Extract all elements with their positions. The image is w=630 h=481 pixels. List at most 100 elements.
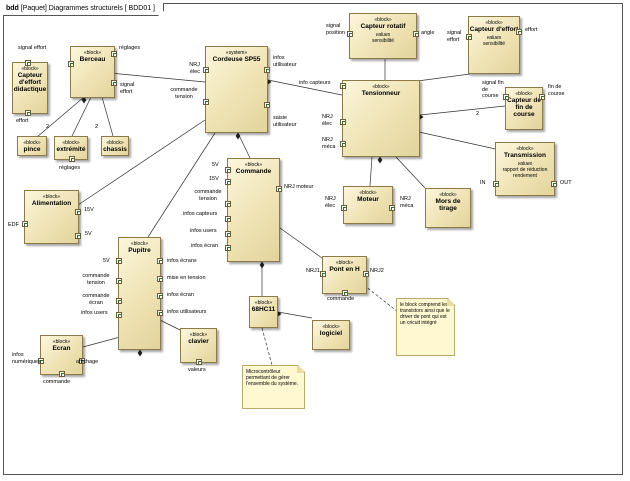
label-out: OUT xyxy=(560,180,572,186)
port-icon xyxy=(69,156,75,162)
block-alimentation[interactable]: «block» Alimentation xyxy=(22,190,81,244)
edge-tensionneur-transmission xyxy=(409,129,501,151)
block-capteur-effort[interactable]: «block» Capteur d'effort values sensibil… xyxy=(466,16,522,74)
block-values-header: values xyxy=(486,35,502,41)
edge-pupitre-clavier xyxy=(159,319,181,331)
port-icon xyxy=(75,233,81,239)
block-name: logiciel xyxy=(319,330,343,337)
label-signal-effort: signal effort xyxy=(18,45,47,51)
block-mors-tirage[interactable]: «block» Mors de tirage xyxy=(425,188,471,228)
block-stereotype: «block» xyxy=(359,190,377,196)
edge-cordeuse-commande xyxy=(237,132,251,159)
port-icon xyxy=(264,67,270,73)
block-capteur-effort-didactique[interactable]: «block» Capteur d'effort didactique xyxy=(12,60,48,116)
port-icon xyxy=(38,358,44,364)
block-68hc11[interactable]: «block» 68HC11 xyxy=(249,296,278,328)
label-pont-commande: commande xyxy=(327,296,355,302)
label-clavier-valeurs: valeurs xyxy=(188,367,206,373)
block-stereotype: «block» xyxy=(83,50,102,56)
edge-tensionneur-mors xyxy=(395,156,426,189)
port-icon xyxy=(340,141,346,147)
label-nrj-elec: NRJ élec xyxy=(189,62,200,75)
block-stereotype: «block» xyxy=(254,300,273,306)
port-icon xyxy=(493,181,499,187)
block-name: Capteur d'effort didactique xyxy=(13,72,47,93)
block-name: Berceau xyxy=(79,56,106,63)
block-chassis[interactable]: «block» chassis xyxy=(101,136,129,156)
block-name: Commande xyxy=(235,168,272,175)
block-stereotype: «block» xyxy=(516,146,534,152)
label-reglages-extremite: réglages xyxy=(59,165,81,171)
block-moteur[interactable]: «block» Moteur xyxy=(341,186,395,224)
port-icon xyxy=(340,119,346,125)
block-ecran[interactable]: «block» Ecran xyxy=(38,335,85,377)
edge-berceau-extremite xyxy=(71,96,92,137)
block-capteur-fin-course[interactable]: «block» Capteur de fin de course xyxy=(503,87,545,130)
port-icon xyxy=(75,209,81,215)
block-pince[interactable]: «block» pince xyxy=(17,136,47,156)
port-icon xyxy=(68,61,74,67)
block-stereotype: «block» xyxy=(21,66,39,72)
label-pupitre-mise-tension: mise en tension xyxy=(167,275,206,281)
port-icon xyxy=(503,94,509,100)
label-signal-position: signal position xyxy=(326,23,345,36)
edge-tensionneur-fin xyxy=(419,105,506,116)
label-pupitre-5v: 5V xyxy=(103,258,110,264)
note-text: Microcontrôleur permettant de gérer l'en… xyxy=(246,369,299,387)
block-stereotype: «block» xyxy=(335,260,354,266)
diamond-tensionneur-b xyxy=(377,156,383,164)
edge-berceau-pince xyxy=(36,96,85,138)
diagram-kind: bdd xyxy=(6,5,19,12)
block-clavier[interactable]: «block» clavier xyxy=(180,328,217,365)
label-commande-infos-capteurs: infos capteurs xyxy=(183,211,218,217)
label-in: IN xyxy=(480,180,486,186)
label-signal-effort-capteur: signal effort xyxy=(447,30,462,43)
label-info-capteurs: info capteurs xyxy=(299,80,331,86)
block-tensionneur[interactable]: «block» Tensionneur xyxy=(340,80,420,157)
label-signal-effort-berceau: signal effort xyxy=(120,82,135,95)
port-icon xyxy=(116,258,122,264)
block-pupitre[interactable]: «block» Pupitre xyxy=(116,237,163,350)
block-name: Capteur d'effort xyxy=(469,26,519,33)
block-value: sensibilité xyxy=(483,41,505,47)
label-nrj-moteur: NRJ moteur xyxy=(284,184,314,190)
port-icon xyxy=(22,221,28,227)
port-icon xyxy=(225,201,231,207)
block-logiciel[interactable]: «block» logiciel xyxy=(312,320,350,350)
block-extremite[interactable]: «block» extrémité xyxy=(54,136,88,162)
port-icon xyxy=(389,205,395,211)
block-stereotype: «block» xyxy=(515,91,533,97)
block-name: Pupitre xyxy=(128,247,151,254)
block-capteur-rotatif[interactable]: «block» Capteur rotatif values sensibili… xyxy=(347,13,419,59)
port-icon xyxy=(276,186,282,192)
port-icon xyxy=(157,276,163,282)
block-stereotype: «block» xyxy=(42,194,61,200)
label-alim-5v: 5V xyxy=(85,231,92,237)
block-cordeuse-sp55[interactable]: «system» Cordeuse SP55 xyxy=(203,46,270,133)
label-ecran-commande: commande xyxy=(43,379,71,385)
block-pont-h[interactable]: «block» Pont en H xyxy=(320,256,369,296)
port-icon xyxy=(203,67,209,73)
block-stereotype: «block» xyxy=(244,162,263,168)
edge-effort-tensionneur xyxy=(409,73,471,83)
block-values-header: values xyxy=(375,32,391,38)
port-icon xyxy=(157,310,163,316)
block-name: extrémité xyxy=(56,146,86,153)
diamond-berceau xyxy=(81,96,87,104)
block-transmission[interactable]: «block» Transmission values rapport de r… xyxy=(493,142,557,196)
block-commande[interactable]: «block» Commande xyxy=(225,158,282,262)
diagram-title-text: [Paquet] Diagrammes structurels [ BDD01 … xyxy=(20,5,155,12)
label-commande-infos-users: infos users xyxy=(190,228,217,234)
block-values-header: values xyxy=(517,161,533,167)
port-icon xyxy=(342,290,348,296)
port-icon xyxy=(225,179,231,185)
block-stereotype: «block» xyxy=(372,84,390,90)
edge-cordeuse-pupitre xyxy=(147,132,216,238)
block-stereotype: «block» xyxy=(374,17,392,23)
port-icon xyxy=(413,31,419,37)
block-name: Pont en H xyxy=(329,266,360,273)
edge-tensionneur-moteur xyxy=(369,156,373,187)
label-multiplicity-chassis: 2 xyxy=(95,124,99,130)
block-berceau[interactable]: «block» Berceau xyxy=(68,46,117,98)
